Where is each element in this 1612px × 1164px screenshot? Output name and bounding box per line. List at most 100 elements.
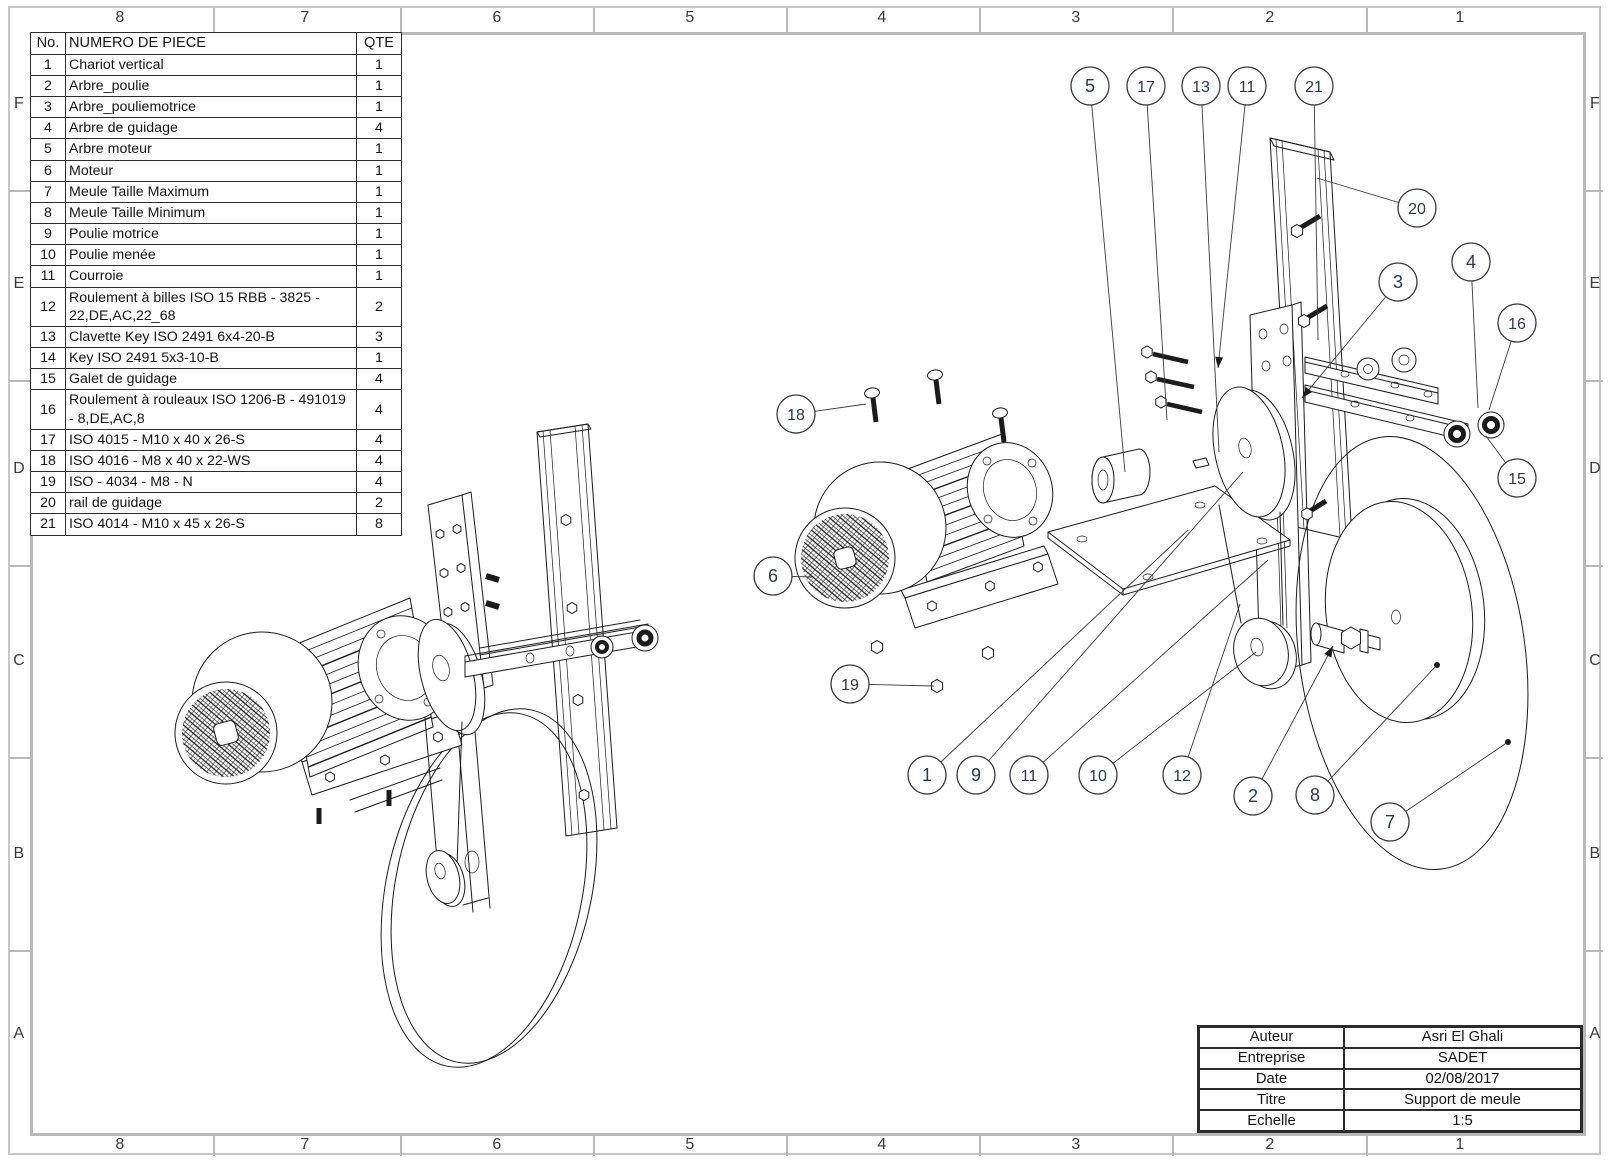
svg-text:18: 18 [787,407,805,424]
zone-label: F [1589,95,1601,112]
zone-tick [213,8,215,32]
inner-border [30,32,1586,1136]
svg-text:6: 6 [768,566,778,586]
zone-tick [1586,380,1603,382]
title-block-label: Auteur [1199,1027,1344,1048]
zone-label: 3 [1071,9,1081,26]
title-block-label: Echelle [1199,1110,1344,1131]
zone-tick [9,565,30,567]
balloon-13: 13 [1181,66,1221,106]
title-block-value: SADET [1344,1047,1581,1069]
zone-label: A [13,1025,25,1042]
svg-text:2: 2 [1248,786,1258,806]
zone-label: 2 [1265,9,1275,26]
svg-text:16: 16 [1508,316,1526,333]
title-block-value: 02/08/2017 [1344,1068,1581,1090]
zone-tick [1586,950,1603,952]
balloon-4: 4 [1451,242,1491,282]
zone-tick [1366,8,1368,32]
zone-tick [979,8,981,32]
zone-label: 1 [1455,9,1465,26]
svg-text:3: 3 [1393,272,1403,292]
svg-text:1: 1 [922,765,932,785]
zone-label: D [13,460,25,477]
balloon-3: 3 [1378,262,1418,302]
balloon-21: 21 [1294,66,1334,106]
zone-label: 5 [685,9,695,26]
zone-label: 4 [877,1136,887,1153]
zone-tick [1586,190,1603,192]
balloon-20: 20 [1397,188,1437,228]
balloon-7: 7 [1370,802,1410,842]
title-block-value: Support de meule [1344,1089,1581,1111]
zone-label: 6 [492,9,502,26]
zone-tick [1586,565,1603,567]
zone-tick [593,1136,595,1156]
balloon-11: 11 [1227,66,1267,106]
title-block-label: Date [1199,1068,1344,1090]
zone-tick [400,8,402,32]
zone-label: A [1589,1025,1601,1042]
balloon-19: 19 [830,664,870,704]
zone-label: 8 [115,1136,125,1153]
zone-tick [400,1136,402,1156]
svg-text:15: 15 [1508,471,1526,488]
balloon-8: 8 [1295,775,1335,815]
zone-label: 6 [492,1136,502,1153]
zone-label: 8 [115,9,125,26]
balloon-15: 15 [1497,458,1537,498]
svg-text:13: 13 [1192,79,1210,96]
balloon-6: 6 [753,556,793,596]
svg-text:4: 4 [1466,252,1476,272]
zone-label: 2 [1265,1136,1275,1153]
title-block-value: 1:5 [1344,1110,1581,1131]
zone-tick [1172,8,1174,32]
balloon-9: 9 [956,755,996,795]
col-qty: QTE [356,32,402,55]
zone-tick [593,8,595,32]
balloon-18: 18 [776,394,816,434]
svg-text:11: 11 [1021,768,1038,785]
zone-tick [979,1136,981,1156]
zone-label: E [13,275,25,292]
balloon-10: 10 [1078,755,1118,795]
balloon-12: 12 [1162,755,1202,795]
svg-text:8: 8 [1310,785,1320,805]
zone-tick [1172,1136,1174,1156]
svg-text:21: 21 [1305,79,1323,96]
outer-border [8,6,1601,1155]
zone-tick [786,1136,788,1156]
balloon-2: 2 [1233,776,1273,816]
zone-tick [1366,1136,1368,1156]
zone-label: C [1589,652,1601,669]
zone-label: 5 [685,1136,695,1153]
zone-label: 1 [1455,1136,1465,1153]
svg-text:10: 10 [1089,768,1107,785]
svg-text:11: 11 [1239,79,1256,96]
zone-label: B [13,845,25,862]
zone-tick [213,1136,215,1156]
zone-label: B [1589,845,1601,862]
zone-tick [9,190,30,192]
zone-tick [786,8,788,32]
